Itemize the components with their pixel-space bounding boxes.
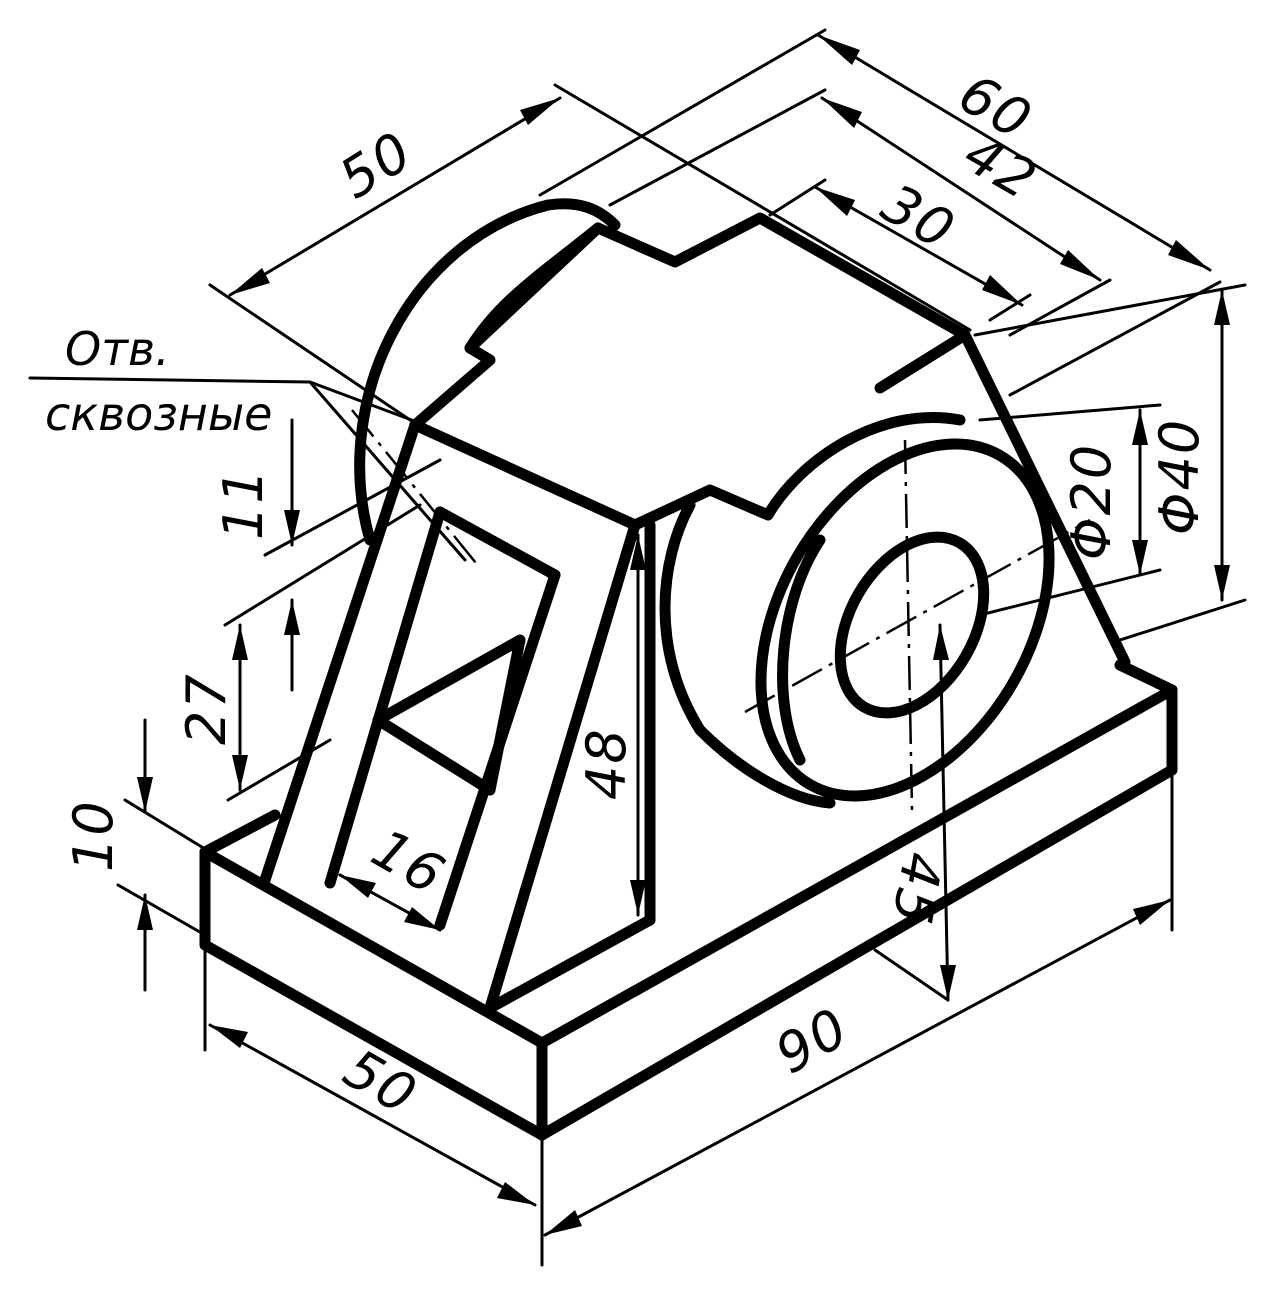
left-rib — [259, 419, 641, 1014]
dim-42-label: 42 — [954, 122, 1048, 213]
through-holes-note: Отв. сквозные — [28, 322, 467, 562]
cylinder-boss — [755, 438, 1055, 802]
dim-48-label: 48 — [575, 727, 638, 800]
dim-10: 10 — [62, 718, 212, 992]
dim-11-label: 11 — [212, 467, 275, 540]
dim-27-label: 27 — [175, 672, 238, 745]
dim-phi40-label: Φ40 — [1148, 418, 1211, 535]
dim-50-top-label: 50 — [329, 119, 424, 211]
center-lines — [351, 409, 1091, 811]
dim-48: 48 — [575, 533, 646, 917]
dim-11-27: 11 27 — [175, 418, 442, 802]
dim-30-label: 30 — [872, 172, 966, 263]
dim-phi20-label: Φ20 — [1060, 443, 1123, 560]
dim-45: 45 — [873, 623, 956, 1002]
dim-50-base-label: 50 — [334, 1037, 428, 1128]
dim-diameters: Φ20 Φ40 — [973, 283, 1247, 642]
note-line2: сквозные — [45, 387, 272, 441]
dim-10-label: 10 — [62, 799, 125, 872]
note-line1: Отв. — [65, 322, 170, 376]
dim-50-top: 50 — [208, 83, 972, 422]
top-block — [354, 198, 1131, 1014]
dim-45-label: 45 — [880, 848, 955, 931]
